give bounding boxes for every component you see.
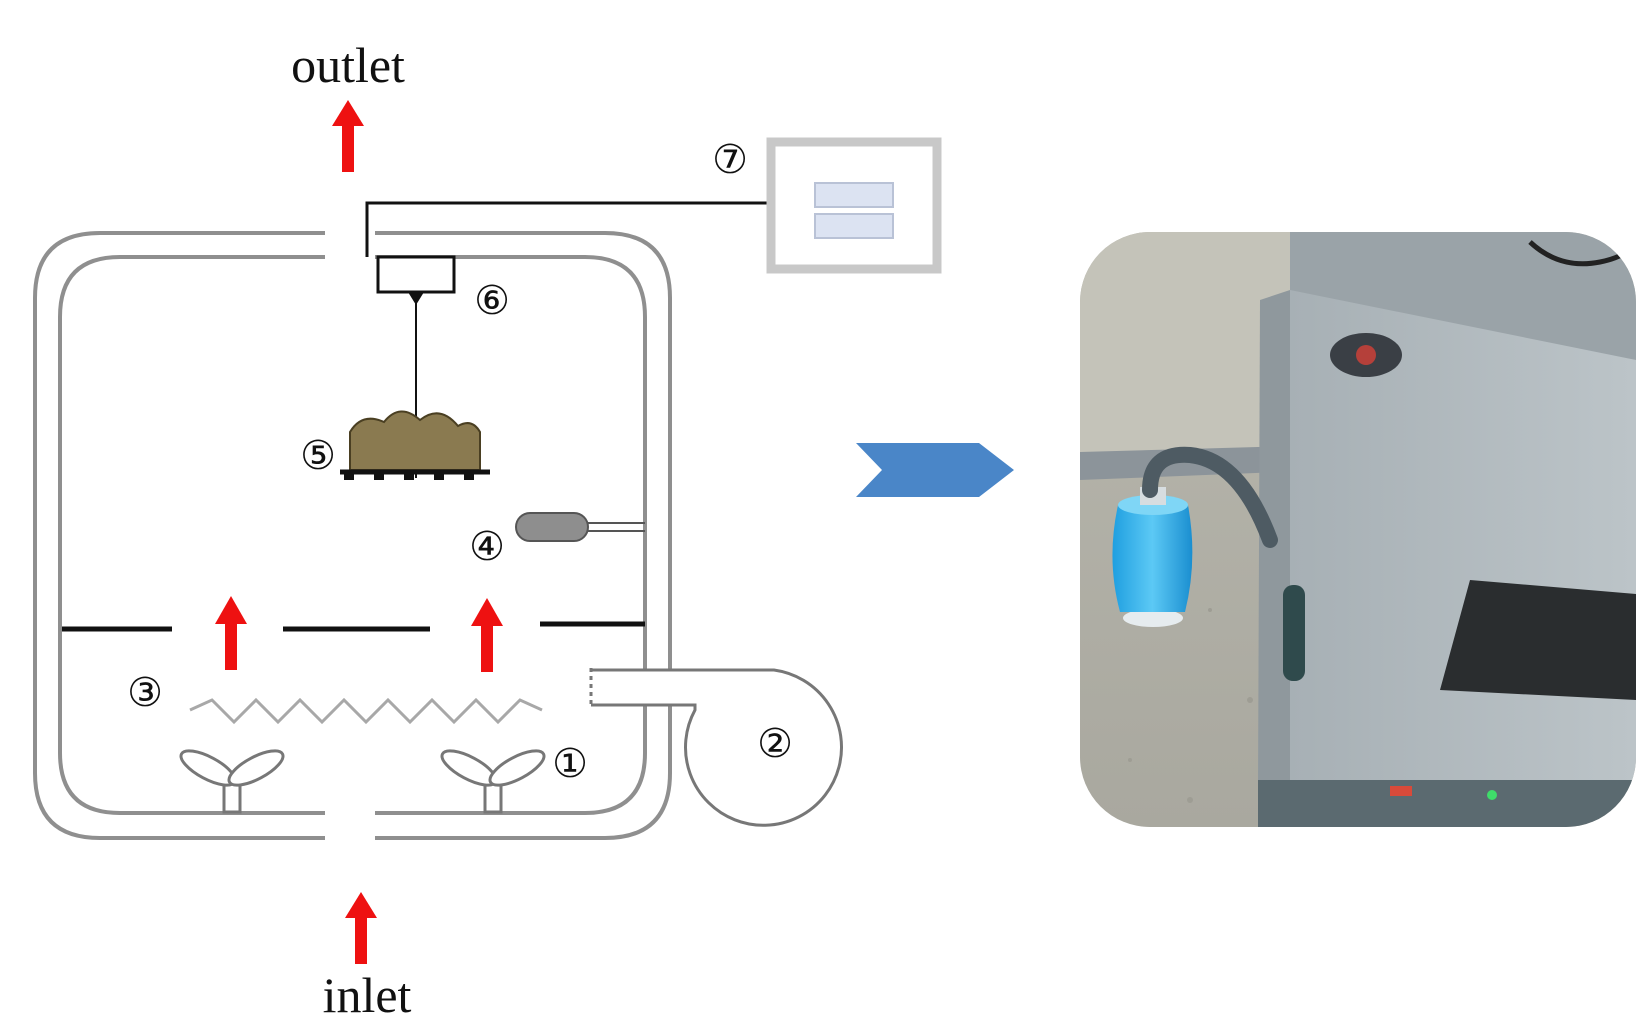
chamber-inner-wall	[58, 255, 647, 815]
fan-right	[440, 749, 546, 814]
chamber-outer-wall	[33, 231, 672, 840]
display-monitor	[766, 137, 942, 274]
internal-flow-arrow-left	[215, 596, 247, 670]
marker-2: ②	[757, 721, 793, 767]
marker-3: ③	[127, 670, 163, 716]
marker-1: ①	[552, 741, 588, 787]
transition-arrow	[856, 443, 1014, 497]
fan-left	[179, 749, 285, 814]
internal-flow-arrow-right	[471, 598, 503, 672]
divider-plate	[62, 621, 645, 632]
outlet-label: outlet	[291, 37, 405, 93]
sample-basket	[340, 410, 490, 480]
inlet-arrow	[345, 892, 377, 964]
apparatus-photo	[1080, 232, 1636, 827]
sensor-probe	[515, 512, 645, 542]
marker-4: ④	[469, 524, 505, 570]
blower	[589, 668, 843, 827]
marker-6: ⑥	[474, 278, 510, 324]
marker-5: ⑤	[300, 433, 336, 479]
inlet-label: inlet	[323, 967, 412, 1023]
outlet-arrow	[332, 100, 364, 172]
marker-7: ⑦	[712, 137, 748, 183]
heater-coil	[189, 697, 543, 725]
